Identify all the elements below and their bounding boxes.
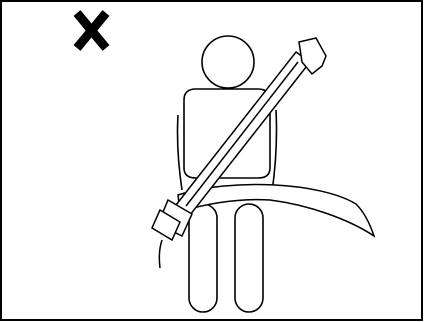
person-head (202, 36, 254, 88)
person-leg-left (189, 204, 217, 312)
person-leg-right (235, 204, 263, 312)
